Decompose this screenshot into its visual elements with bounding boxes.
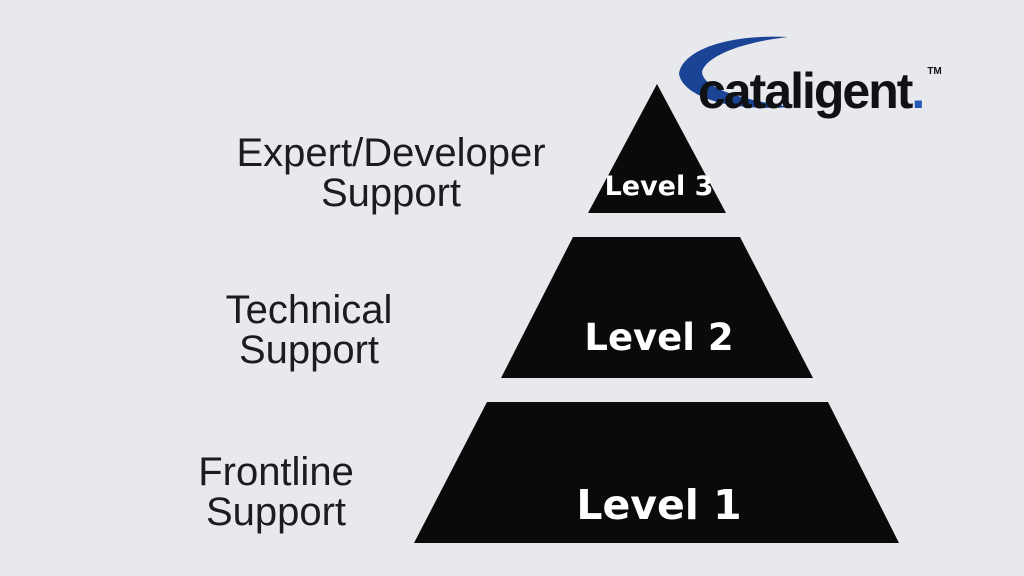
logo-period-dot: . <box>911 63 926 119</box>
label-technical-support: Technical Support <box>109 290 509 370</box>
pyramid-level-2-text: Level 2 <box>584 316 734 359</box>
pyramid-tier-1 <box>414 402 899 543</box>
label-line-2: Support <box>238 328 380 372</box>
label-line-2: Support <box>205 490 347 534</box>
label-line-1: Technical <box>225 288 393 332</box>
label-line-1: Expert/Developer <box>236 131 546 175</box>
label-frontline-support: Frontline Support <box>76 452 476 532</box>
label-line-1: Frontline <box>198 450 354 494</box>
pyramid-level-3-text: Level 3 <box>604 171 714 202</box>
label-expert-developer-support: Expert/Developer Support <box>191 133 591 213</box>
logo-wordmark: cataligent.TM <box>698 26 942 137</box>
logo-wordmark-text: cataligent <box>698 63 913 119</box>
pyramid-tier-3 <box>588 84 726 213</box>
pyramid-level-1-text: Level 1 <box>576 481 742 529</box>
label-line-2: Support <box>320 171 462 215</box>
pyramid-tier-2 <box>501 237 813 378</box>
trademark-symbol: TM <box>927 66 942 77</box>
crescent-swoosh-icon <box>679 36 790 108</box>
cataligent-logo: cataligent.TM <box>676 26 1016 119</box>
